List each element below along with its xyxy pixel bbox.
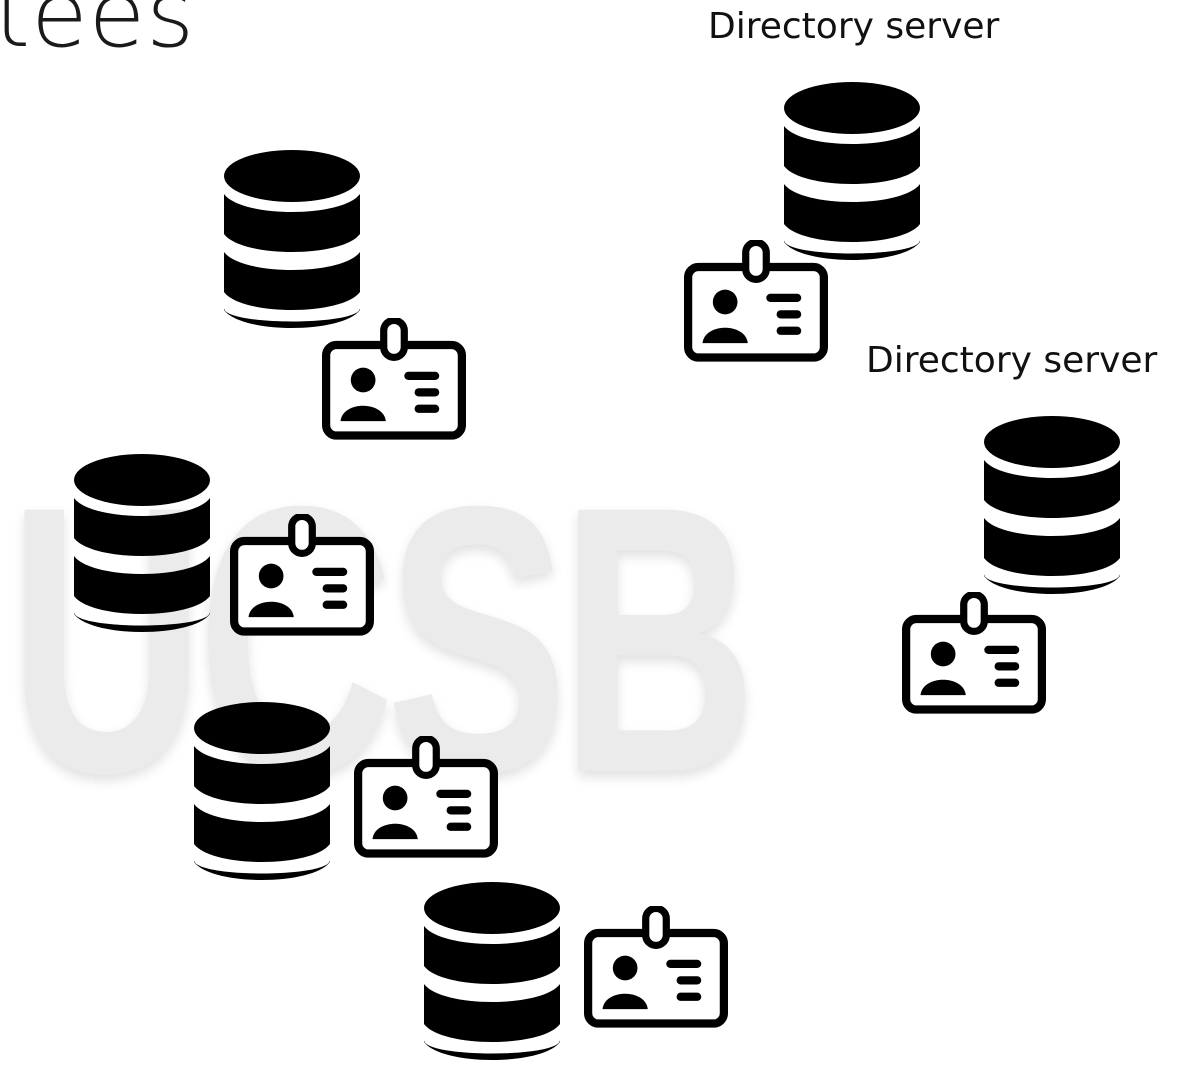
id-card-icon xyxy=(584,906,728,1035)
server-node-3 xyxy=(192,700,332,895)
id-card-icon xyxy=(322,318,466,447)
id-card-icon xyxy=(684,240,828,369)
database-icon xyxy=(222,148,362,338)
directory-server-label-2: Directory server xyxy=(866,340,1158,381)
server-node-4 xyxy=(422,880,562,1075)
directory-server-node-2 xyxy=(982,414,1122,609)
database-icon xyxy=(192,700,332,890)
server-node-1 xyxy=(222,148,362,343)
server-node-2 xyxy=(72,452,212,647)
database-icon xyxy=(422,880,562,1070)
database-icon xyxy=(72,452,212,642)
id-card-icon xyxy=(230,514,374,643)
id-card-icon xyxy=(902,592,1046,721)
id-card-icon xyxy=(354,736,498,865)
page-title: tees xyxy=(0,0,196,68)
database-icon xyxy=(982,414,1122,604)
directory-server-label-1: Directory server xyxy=(708,6,1000,47)
